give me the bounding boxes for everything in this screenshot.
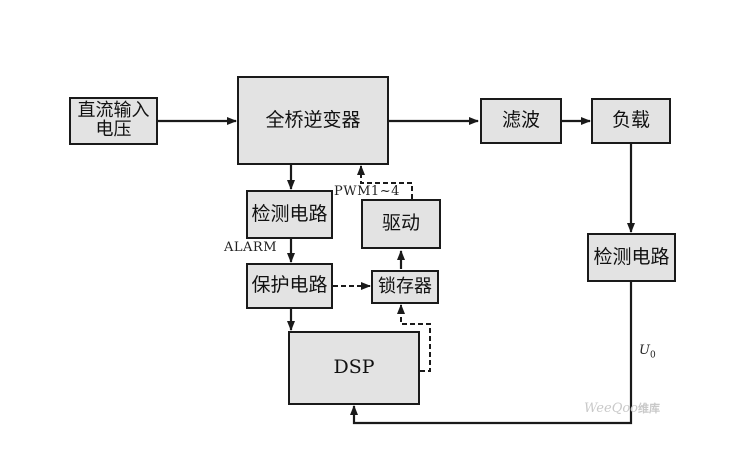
output-voltage-label: U0 bbox=[639, 343, 656, 361]
detection-circuit-right-box: 检测电路 bbox=[587, 233, 676, 282]
output-voltage-symbol: U bbox=[639, 343, 650, 358]
latch-label: 锁存器 bbox=[378, 275, 432, 297]
protection-circuit-label: 保护电路 bbox=[251, 274, 328, 297]
filter-box: 滤波 bbox=[480, 98, 562, 144]
detection-circuit-left-box: 检测电路 bbox=[246, 190, 333, 239]
dsp-box: DSP bbox=[288, 331, 420, 405]
output-voltage-subscript: 0 bbox=[649, 350, 656, 361]
wire-dsp-to-latch-dashed bbox=[397, 304, 431, 372]
dc-input-voltage-label: 直流输入电压 bbox=[77, 100, 150, 140]
full-bridge-inverter-label: 全桥逆变器 bbox=[265, 108, 361, 131]
driver-label: 驱动 bbox=[381, 212, 420, 235]
wire-feedback-to-dsp bbox=[350, 282, 633, 425]
pwm-signal-label: PWM1~4 bbox=[334, 184, 400, 199]
dc-input-voltage-box: 直流输入电压 bbox=[69, 97, 158, 145]
latch-box: 锁存器 bbox=[371, 270, 439, 304]
watermark-brand: WeeQoo bbox=[584, 401, 638, 416]
detection-circuit-left-label: 检测电路 bbox=[251, 202, 328, 225]
filter-label: 滤波 bbox=[501, 109, 540, 132]
dsp-label: DSP bbox=[333, 356, 375, 379]
watermark-cn: 维库 bbox=[638, 402, 660, 415]
detection-circuit-right-label: 检测电路 bbox=[593, 245, 670, 268]
driver-box: 驱动 bbox=[361, 199, 441, 249]
protection-circuit-box: 保护电路 bbox=[246, 263, 333, 309]
full-bridge-inverter-box: 全桥逆变器 bbox=[237, 76, 389, 165]
weeqoo-watermark: WeeQoo维库 bbox=[584, 400, 660, 416]
load-label: 负载 bbox=[611, 109, 650, 132]
alarm-signal-label: ALARM bbox=[224, 240, 278, 255]
load-box: 负载 bbox=[591, 98, 671, 144]
wire-driver-pwm-dashed bbox=[357, 165, 413, 199]
